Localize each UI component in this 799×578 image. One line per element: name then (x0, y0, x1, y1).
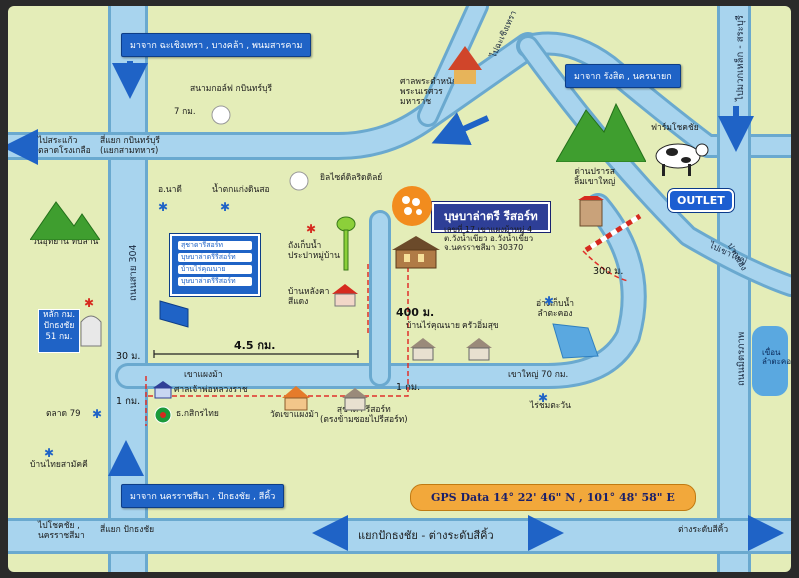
milestone-head: หลัก กม. (42, 310, 76, 320)
barrier-icon (578, 196, 642, 253)
star-icon-2: ✱ (220, 200, 231, 214)
distance-arrows (153, 350, 359, 358)
house-sukhum-label: ครัวอิ่มสุข (462, 321, 499, 331)
flower-logo-icon (392, 186, 432, 226)
temple-icon (448, 46, 482, 84)
house-pink-label: บ้านไร่คุณนาย (406, 321, 460, 331)
star-icon-6: ✱ (538, 391, 549, 405)
golf-ball-icon (211, 105, 231, 125)
distance-30m: 30 ม. (116, 351, 141, 362)
star-red-icon: ✱ (306, 222, 317, 236)
from-korat-text: มาจาก นครราชสีมา , ปักธงชัย , สีคิ้ว (130, 492, 276, 502)
reservoir-label: อ่างเก็บน้ำ ลำตะคอง (536, 299, 575, 319)
resort-title: บุษบาล่าตรี รีสอร์ท (432, 202, 550, 232)
golf-course-label: สนามกอล์ฟ กบินทร์บุรี (190, 84, 273, 94)
temple-small-icon (282, 386, 310, 411)
toll-label: ด่านปรารส ลิ้มเขาใหญ่ (574, 167, 616, 187)
milestone-name: ปักธงชัย (43, 321, 75, 332)
house-icon-2 (466, 338, 492, 361)
forest-mountain-icon (30, 201, 100, 240)
to-saraburi-label: ไปมวกเหล็ก - สระบุรี (735, 15, 746, 101)
dam-label: เขื่อน ลำตะคอง (762, 348, 791, 367)
house-icon (410, 338, 436, 361)
market-label: ตลาด 79 (46, 409, 81, 419)
distance-1km: 1 กม. (396, 382, 421, 393)
star-icon-5: ✱ (44, 446, 55, 460)
map-canvas: มาจาก ฉะเชิงเทรา , บางคล้า , พนมสารคาม ม… (8, 6, 791, 572)
bank-label: ธ.กสิกรไทย (176, 409, 219, 419)
distance-4-5km: 4.5 กม. (234, 339, 276, 352)
star-icon-4: ✱ (92, 407, 103, 421)
star-icon-3: ✱ (544, 294, 555, 308)
golf-ball-icon-2 (289, 171, 309, 191)
water-tower-label: ถังเก็บน้ำ ประปาหมู่บ้าน (288, 241, 340, 261)
from-korat-box: มาจาก นครราชสีมา , ปักธงชัย , สีคิ้ว (121, 484, 285, 508)
shrine-small-label: ศาลเจ้าพ่อหลวงราช (174, 385, 248, 395)
golf-ball-label: ยิลไซต์ดิลริดดิลย์ (320, 173, 383, 183)
signboard-line-2: บุษบาล่าตรีรีสอร์ท (178, 253, 252, 262)
waterfall-label: น้ำตกแก่งดินสอ (212, 185, 270, 195)
distance-400m: 400 ม. (396, 306, 435, 319)
cow-icon (655, 143, 709, 176)
to-sikhio-label: ต่างระดับสีคิ้ว (678, 525, 729, 535)
water-tower-icon (336, 216, 356, 271)
from-rangsit-text: มาจาก รังสิต , นครนายก (574, 72, 672, 82)
red-house-icon (332, 284, 358, 307)
distance-300m: 300 ม. (593, 266, 624, 277)
dam-water (752, 326, 788, 396)
milestone-sign: หลัก กม. ปักธงชัย 51 กม. (38, 309, 80, 353)
roads-group (8, 6, 791, 572)
road-network (8, 6, 791, 572)
resort-house-icon (392, 236, 440, 269)
star-red-icon-2: ✱ (84, 296, 95, 310)
km7-label: 7 กม. (174, 107, 196, 117)
signboard-line-3: บ้านไร่คุณนาย (178, 265, 252, 274)
khao-yai-70km-label: เขาใหญ่ 70 กม. (508, 370, 569, 380)
signboard-line-4: บุษบาล่าตรีรีสอร์ท (178, 277, 252, 286)
to-korat-label: ไปโชคชัย , นครราชสีมา (38, 521, 85, 541)
farm-label: ฟาร์มโชคชัย (651, 123, 699, 133)
direction-signboard: สุชาดารีสอร์ท บุษบาล่าตรีรีสอร์ท บ้านไร่… (170, 234, 260, 296)
milestone-marker-icon (80, 315, 102, 347)
reservoir-water (552, 323, 599, 359)
from-chachoengsao-box: มาจาก ฉะเชิงเทรา , บางคล้า , พนมสารคาม (121, 33, 312, 57)
intersection-pak-label: สี่แยก ปักธงชัย (100, 525, 155, 535)
gps-data: GPS Data 14° 22' 46" N , 101° 48' 58" E (410, 484, 696, 511)
suchada-house-icon (342, 388, 368, 411)
from-rangsit-box: มาจาก รังสิต , นครนายก (565, 64, 681, 88)
rai-wat-label: ไร่ชมตะวัน (530, 401, 571, 411)
bottom-road-label: แยกปักธงชัย - ต่างระดับสีคิ้ว (358, 529, 494, 542)
to-prachin-label: ไปสระแก้ว ตลาดโรงเกลือ (38, 136, 91, 156)
mittraphap-label: ถนนมิตรภาพ (736, 331, 747, 386)
khao-pang-ma-label: เขาแผงม้า (184, 370, 223, 380)
resort-address: เลขที่ 17 เขาแผงม้าหมู่ 4 ต.วังน้ำเขียว … (444, 225, 534, 253)
red-house-label: บ้านหลังคา สีแดง (288, 287, 330, 307)
road-304-label: ถนนสาย 304 (128, 244, 139, 301)
bank-icon (154, 406, 172, 424)
distance-1km-b: 1 กม. (116, 396, 141, 407)
temple-label: วัดเขาแผงม้า (270, 410, 319, 420)
mountain-icon (556, 102, 646, 162)
direction-arrows (8, 61, 784, 551)
signboard-stand-icon (159, 300, 189, 328)
star-icon: ✱ (158, 200, 169, 214)
amphur-label: อ.นาดี (158, 185, 182, 195)
from-chachoengsao-text: มาจาก ฉะเชิงเทรา , บางคล้า , พนมสารคาม (130, 41, 303, 51)
intersection-kabin-label: สี่แยก กบินทร์บุรี (แยกสามทหาร) (100, 136, 160, 156)
milestone-km: 51 กม. (45, 332, 73, 343)
forest-label: วนอุทยาน ทับลาน (32, 237, 99, 247)
shrine-label: ศาลพระตำหนัก พระนเรศวร มหาราช (400, 77, 457, 107)
outlet-badge: OUTLET (668, 189, 734, 212)
bang-kha-label: บ้านไทยสามัคคี (30, 460, 88, 470)
signboard-line-1: สุชาดารีสอร์ท (178, 241, 252, 250)
shrine-small-icon (153, 381, 173, 399)
